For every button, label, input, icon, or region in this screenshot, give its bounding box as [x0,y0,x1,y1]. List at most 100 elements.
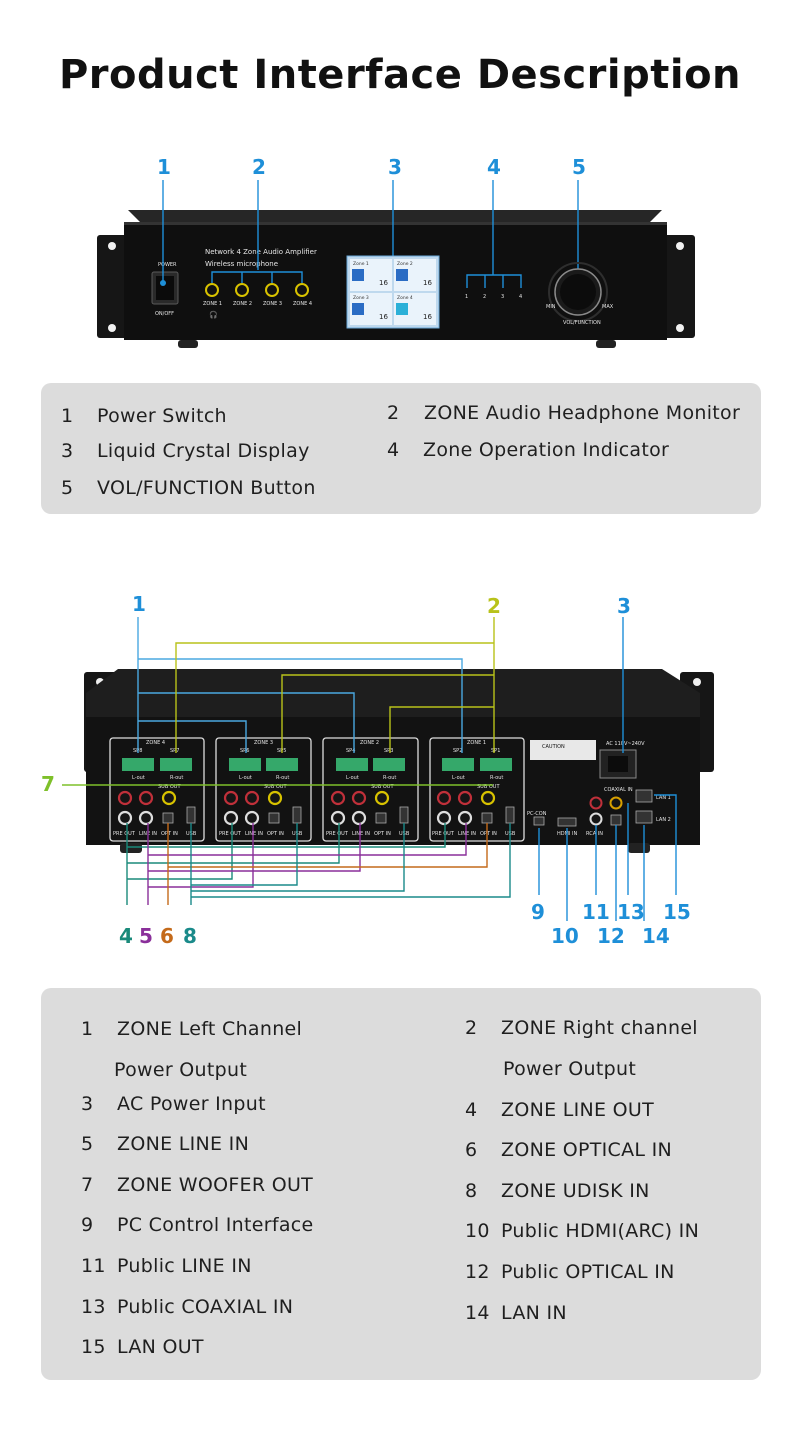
legend-num: 11 [81,1255,106,1277]
zone1-label: ZONE 1 [203,301,222,307]
spk-label-7: SP2 [453,748,462,754]
legend-num: 7 [81,1174,94,1196]
opt-in-port[interactable] [610,814,622,826]
spk-label-2: SP7 [170,748,179,754]
legend-num: 15 [81,1336,106,1358]
legend-text: Power Switch [97,405,227,427]
rear-callout-14: 14 [642,924,670,948]
rear-legend-item-9: 9 PC Control Interface [81,1214,313,1236]
rear-panel-figure: 1 2 3 7 ZONE 4 ZONE 3 ZONE 2 ZONE 1 SP8 … [41,592,714,948]
legend-num: 13 [81,1296,106,1318]
zone2-headphone-jack[interactable] [235,283,249,297]
optin-label-3: OPT IN [267,831,284,837]
rout-label-1: R-out [490,775,503,781]
front-callout-3: 3 [388,155,402,179]
legend-text: Zone Operation Indicator [423,439,670,461]
rear-legend-item-1b: Power Output [114,1059,247,1081]
rear-callout-13: 13 [617,900,645,924]
legend-text: ZONE LINE IN [117,1133,250,1155]
indicator-1: 1 [465,294,468,300]
zone3-label: ZONE 3 [263,301,282,307]
legend-text: Power Output [503,1058,637,1080]
vol-min-label: MIN [546,304,556,310]
legend-text: ZONE OPTICAL IN [501,1139,673,1161]
lcd-level-2: 16 [423,279,432,287]
zone2-title: ZONE 2 [360,740,379,746]
legend-text: LAN IN [501,1302,567,1324]
front-panel-figure: 1 2 3 4 5 POWER ON/OFF Network 4 Zone Au… [97,155,695,348]
legend-num: 3 [61,440,74,462]
optin-label-2: OPT IN [374,831,391,837]
preout-label-2: PRE OUT [326,831,349,837]
lcd-zone3: Zone 3 [353,295,369,301]
optin-label-1: OPT IN [480,831,497,837]
rear-legend-item-2: 2 ZONE Right channel [465,1017,698,1039]
preout-label-4: PRE OUT [113,831,136,837]
lcd-zone4: Zone 4 [397,295,413,301]
zone4-headphone-jack[interactable] [295,283,309,297]
rear-legend-item-3: 3 AC Power Input [81,1093,266,1115]
zone1-headphone-jack[interactable] [205,283,219,297]
zone4-module [109,737,205,842]
front-callout-4: 4 [487,155,501,179]
rear-legend-item-6: 6 ZONE OPTICAL IN [465,1139,672,1161]
lcd-display: Zone 1 Zone 2 Zone 3 Zone 4 16 16 16 16 [346,255,440,329]
headphone-icons: 🎧 [209,310,218,319]
lcd-level-1: 16 [379,279,388,287]
subout-label-4: SUB OUT [158,784,181,790]
legend-text: ZONE LINE OUT [501,1099,655,1121]
rear-legend-item-11: 11 Public LINE IN [81,1255,251,1277]
lan1-label: LAN 1 [656,795,671,801]
hdmi-port[interactable] [557,817,577,827]
rca-in-jack-r[interactable] [589,812,603,826]
rear-legend-item-15: 15 LAN OUT [81,1336,204,1358]
legend-text: ZONE Left Channel [117,1018,303,1040]
front-legend-item-3: 3 Liquid Crystal Display [61,440,309,462]
svg-text:🎧: 🎧 [209,310,218,319]
rear-callout-15: 15 [663,900,691,924]
legend-text: Public OPTICAL IN [501,1261,675,1283]
legend-num: 4 [465,1099,478,1121]
rear-callout-2: 2 [487,594,501,618]
front-legend-item-5: 5 VOL/FUNCTION Button [61,477,315,499]
front-legend-panel: 1 Power Switch 2 ZONE Audio Headphone Mo… [41,383,761,514]
zone1-title: ZONE 1 [467,740,486,746]
spk-label-5: SP4 [346,748,355,754]
linein-label-3: LINE IN [245,831,263,837]
linein-label-2: LINE IN [352,831,370,837]
rout-label-2: R-out [383,775,396,781]
public-inputs [533,789,653,827]
spk-label-3: SP6 [240,748,249,754]
coaxial-in-jack[interactable] [609,796,623,810]
subout-label-1: SUB OUT [477,784,500,790]
pc-con-port[interactable] [533,816,545,826]
legend-text: ZONE WOOFER OUT [117,1174,314,1196]
legend-text: AC Power Input [117,1093,266,1115]
lan1-port[interactable] [635,789,653,803]
zone-modules [109,737,525,842]
preout-label-3: PRE OUT [219,831,242,837]
legend-text: Liquid Crystal Display [97,440,310,462]
rear-legend-item-5: 5 ZONE LINE IN [81,1133,249,1155]
zone3-title: ZONE 3 [254,740,273,746]
coaxialin-label: COAXIAL IN [604,787,633,793]
lan2-port[interactable] [635,810,653,824]
legend-num: 1 [81,1018,94,1040]
rcain-label: RCA IN [586,831,603,837]
legend-num: 3 [81,1093,94,1115]
spk-label-8: SP1 [491,748,500,754]
subout-label-2: SUB OUT [371,784,394,790]
front-legend-item-2: 2 ZONE Audio Headphone Monitor [387,402,740,424]
rca-in-jack-l[interactable] [589,796,603,810]
front-callout-5: 5 [572,155,586,179]
subout-label-3: SUB OUT [264,784,287,790]
legend-text: ZONE UDISK IN [501,1180,650,1202]
zone3-headphone-jack[interactable] [265,283,279,297]
rout-label-4: R-out [170,775,183,781]
volume-knob[interactable] [548,262,608,322]
lout-label-2: L-out [346,775,359,781]
indicator-4: 4 [519,294,522,300]
legend-text: Public LINE IN [117,1255,252,1277]
rear-callout-8: 8 [183,924,197,948]
rear-legend-item-2b: Power Output [503,1058,636,1080]
